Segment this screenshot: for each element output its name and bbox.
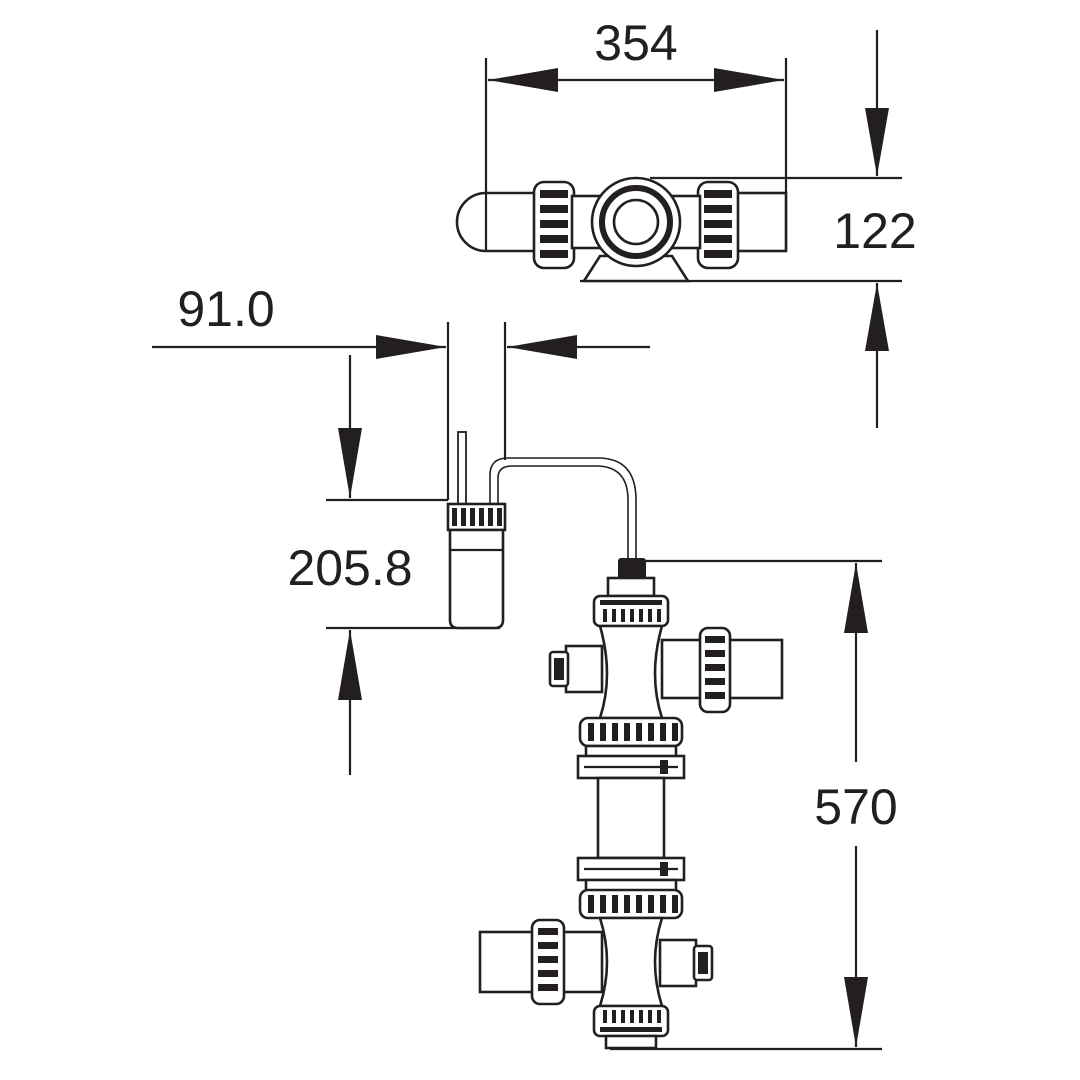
bottom-cap bbox=[604, 1034, 658, 1050]
dimension-205-8: 205.8 bbox=[287, 355, 500, 775]
nut-ribs-left-top bbox=[540, 190, 568, 258]
cable-inner bbox=[497, 465, 629, 560]
mount-foot bbox=[581, 254, 691, 283]
dimension-122: 122 bbox=[580, 30, 917, 428]
dimension-label-205-8: 205.8 bbox=[287, 540, 412, 596]
dimension-label-354: 354 bbox=[594, 15, 677, 71]
upper-clamp-screw bbox=[660, 760, 668, 774]
arrowhead-right bbox=[714, 68, 784, 92]
dimension-570: 570 bbox=[610, 559, 898, 1051]
round-housing-inner bbox=[612, 198, 660, 246]
arrowhead-right bbox=[376, 335, 446, 359]
sensor-cap-ribs bbox=[452, 508, 502, 526]
chamber-tube bbox=[596, 776, 666, 860]
u-loop-pipe bbox=[455, 191, 540, 253]
dimension-91: 91.0 bbox=[152, 281, 650, 500]
nut-ribs-right-top bbox=[704, 190, 732, 258]
nut-ribs-upper-right bbox=[705, 636, 725, 699]
lower-clamp-screw bbox=[660, 862, 668, 876]
nut-ribs-top bbox=[600, 600, 662, 622]
outlet-pipe-top bbox=[730, 191, 788, 253]
cable-outer bbox=[489, 457, 637, 560]
arrowhead-down bbox=[338, 428, 362, 498]
sensor-assembly bbox=[446, 431, 656, 630]
cable-gland bbox=[618, 558, 646, 580]
nut-ribs-lower-mid bbox=[588, 895, 678, 913]
arrowhead-down bbox=[865, 108, 889, 176]
dimension-label-122: 122 bbox=[833, 203, 916, 259]
lower-right-stub bbox=[658, 938, 698, 988]
nut-ribs-upper-mid bbox=[588, 723, 678, 741]
gland-base bbox=[606, 576, 656, 598]
lower-right-cap-mark bbox=[698, 952, 708, 974]
dimension-label-91: 91.0 bbox=[177, 281, 274, 337]
dimension-354: 354 bbox=[484, 15, 788, 250]
top-view bbox=[455, 176, 788, 283]
front-view bbox=[478, 594, 784, 1050]
arrowhead-down bbox=[844, 977, 868, 1047]
arrowhead-up bbox=[338, 630, 362, 700]
union-nut-upper-mid bbox=[578, 716, 684, 748]
upper-tee-body bbox=[598, 624, 664, 720]
upper-left-cap-mark bbox=[554, 658, 564, 680]
nut-ribs-bottom bbox=[600, 1010, 662, 1032]
dimension-label-570: 570 bbox=[814, 779, 897, 835]
arrowhead-up bbox=[844, 563, 868, 633]
arrowhead-left bbox=[507, 335, 577, 359]
arrowhead-left bbox=[488, 68, 558, 92]
sensor-body bbox=[448, 528, 505, 630]
upper-left-stub bbox=[564, 644, 604, 694]
nut-ribs-lower-left bbox=[538, 928, 558, 991]
sensor-rod bbox=[457, 431, 467, 507]
lower-tee-body bbox=[598, 916, 664, 1008]
arrowhead-up bbox=[865, 283, 889, 351]
union-nut-lower-mid bbox=[578, 888, 684, 920]
